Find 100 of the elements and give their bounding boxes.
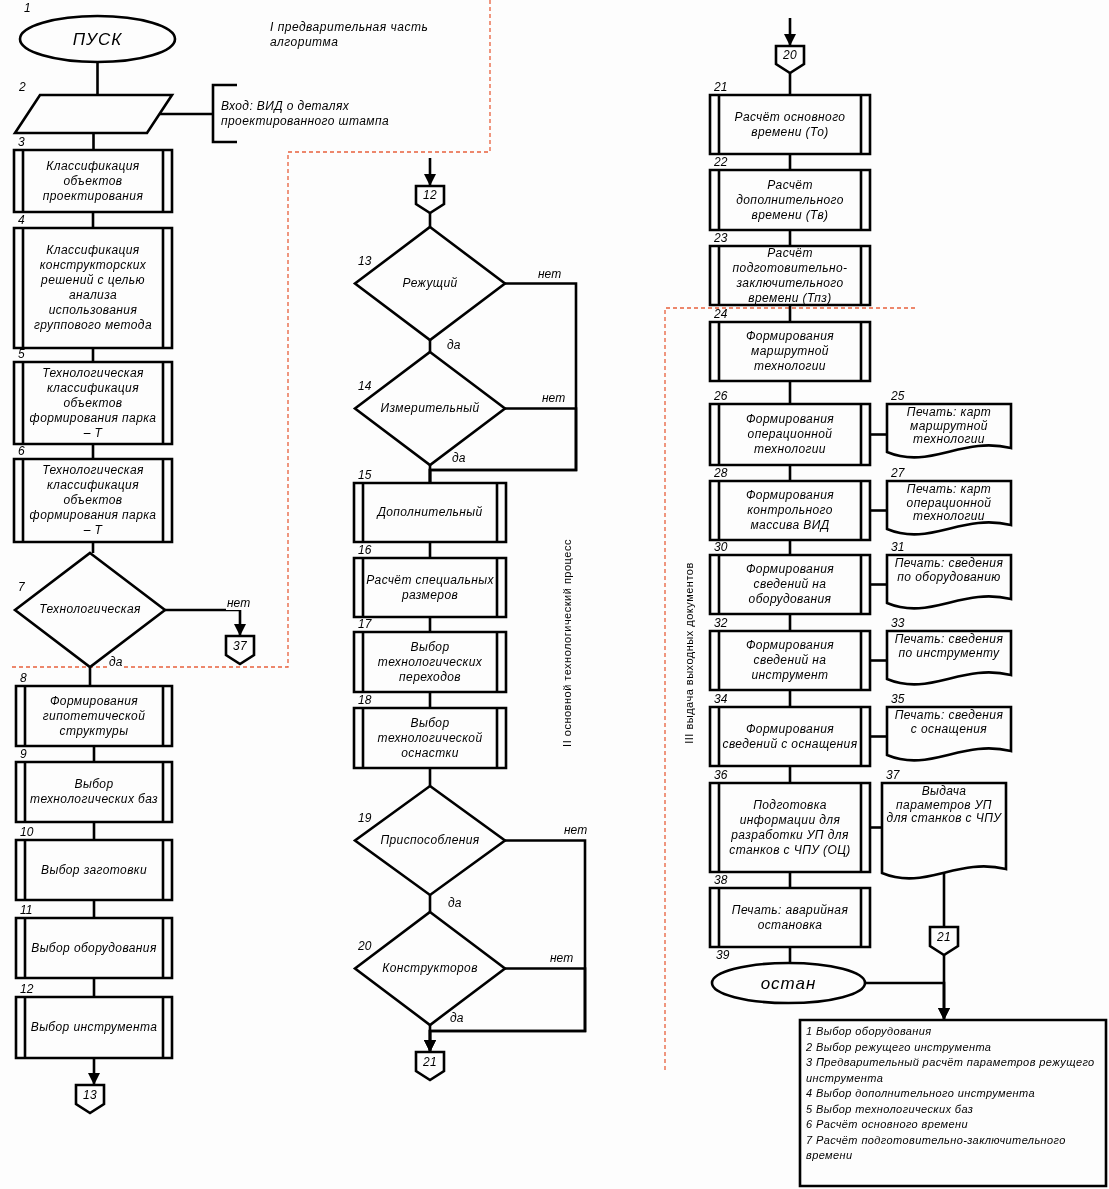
step-number: 35	[891, 692, 905, 706]
node-text: Вход: ВИД о деталях проектированного штампа	[221, 98, 390, 129]
process-box	[710, 246, 870, 305]
step-number: 10	[20, 825, 34, 839]
edge-label: нет	[549, 952, 575, 965]
node-text: Приспособления	[380, 833, 480, 848]
node-text: Печать: аварийная остановка	[730, 902, 850, 933]
edge-label: да	[451, 452, 467, 465]
step-number: 11	[20, 903, 33, 917]
offpage-connector	[226, 636, 254, 664]
process-box	[14, 228, 172, 348]
step-number: 33	[891, 616, 905, 630]
process-box	[710, 555, 870, 614]
connector-line	[92, 978, 96, 997]
step-number: 38	[714, 873, 728, 887]
node-text: Расчёт подготовительно-заключительного времени (Тпз)	[731, 245, 849, 306]
node-text: Технологическая классификация объектов формирования парка – Т	[28, 463, 158, 538]
node-text: Расчёт специальных размеров	[365, 572, 495, 603]
step-number: 26	[714, 389, 728, 403]
node-text: Измерительный	[380, 401, 480, 416]
node-text: 1 Выбор оборудования	[806, 1024, 933, 1039]
step-number: 24	[714, 307, 728, 321]
node-text: Технологическая	[39, 602, 141, 618]
process-box	[710, 95, 870, 154]
decision-diamond	[15, 553, 165, 667]
connector-line	[870, 509, 887, 512]
process-box	[16, 840, 172, 900]
process-box	[354, 632, 506, 692]
step-number: 18	[358, 693, 372, 707]
step-number: 28	[714, 466, 728, 480]
edge-label: да	[447, 897, 463, 910]
node-text: Расчёт основного времени (То)	[733, 109, 847, 140]
connector-line	[870, 583, 887, 586]
node-text: Печать: карт операционной технологии	[905, 481, 993, 524]
node-text: 2 Выбор режущего инструмента	[806, 1039, 993, 1055]
node-text: ПУСК	[72, 31, 123, 47]
step-number: 31	[891, 540, 905, 554]
node-text: 21	[422, 1054, 438, 1070]
node-text: 5 Выбор технологических баз	[806, 1101, 975, 1117]
node-text: Формирования операционной технологии	[744, 412, 836, 457]
node-text: Выбор заготовки	[41, 862, 147, 878]
arrow	[424, 1025, 436, 1052]
connector-line	[96, 62, 99, 95]
decision-diamond	[355, 786, 505, 895]
node-text: 37	[232, 638, 248, 654]
node-text: 6 Расчёт основного времени	[806, 1117, 970, 1132]
node-text: Выбор технологических переходов	[376, 639, 484, 685]
process-box	[710, 707, 870, 766]
node-text: 20	[782, 48, 798, 63]
step-number: 21	[714, 80, 728, 94]
edge-label: да	[446, 339, 462, 352]
step-number: 20	[358, 938, 372, 953]
node-text: 4 Выбор дополнительного инструмента	[806, 1086, 1036, 1101]
document-shape	[887, 555, 1011, 613]
node-text: остан	[760, 975, 817, 991]
node-text: Классификация объектов проектирования	[41, 158, 145, 204]
terminator-oval	[712, 963, 865, 1003]
node-text: Конструкторов	[382, 961, 478, 976]
edge-label: да	[449, 1012, 465, 1025]
node-text: 7 Расчёт подготовительно-заключительного времени	[806, 1132, 1067, 1163]
step-number: 4	[18, 213, 25, 227]
document-shape	[887, 481, 1011, 539]
step-number: 19	[358, 810, 372, 825]
edge-label: нет	[541, 392, 567, 405]
step-number: 25	[891, 389, 905, 403]
process-box	[16, 762, 172, 822]
document-shape	[882, 783, 1006, 883]
step-number: 3	[18, 135, 25, 149]
node-text: Печать: карт маршрутной технологии	[905, 404, 993, 447]
section-title: III выдача выходных документов	[681, 562, 696, 744]
step-number: 1	[24, 1, 31, 15]
process-box	[354, 483, 506, 542]
edge-label: нет	[563, 824, 589, 837]
node-text: Режущий	[402, 276, 458, 291]
step-number: 8	[20, 671, 27, 685]
edge-label: да	[108, 656, 124, 669]
decision-diamond	[355, 227, 505, 340]
step-number: 22	[714, 155, 728, 169]
process-box	[354, 708, 506, 768]
edge-label: нет	[226, 597, 252, 610]
arrow	[88, 1058, 100, 1085]
node-text: Дополнительный	[377, 505, 483, 520]
process-box	[14, 362, 172, 444]
node-text: Формирования сведений на оборудования	[744, 562, 836, 607]
process-box	[710, 481, 870, 540]
node-text: Подготовка информации для разработки УП для станков с ЧПУ (ОЦ)	[728, 797, 852, 858]
process-box	[710, 783, 870, 872]
node-text: 3 Предварительный расчёт параметров режущего инструмента	[806, 1055, 1096, 1086]
document-shape	[887, 707, 1011, 765]
step-number: 7	[18, 580, 25, 594]
document-shape	[887, 631, 1011, 689]
edge-label: нет	[537, 268, 563, 281]
arrow	[865, 981, 950, 1020]
step-number: 12	[20, 982, 34, 996]
offpage-connector	[416, 186, 444, 213]
connector-line	[870, 433, 887, 436]
node-text: 21	[936, 929, 952, 945]
node-text: Выбор инструмента	[30, 1020, 158, 1035]
process-box	[710, 170, 870, 230]
connector-line	[159, 112, 213, 116]
